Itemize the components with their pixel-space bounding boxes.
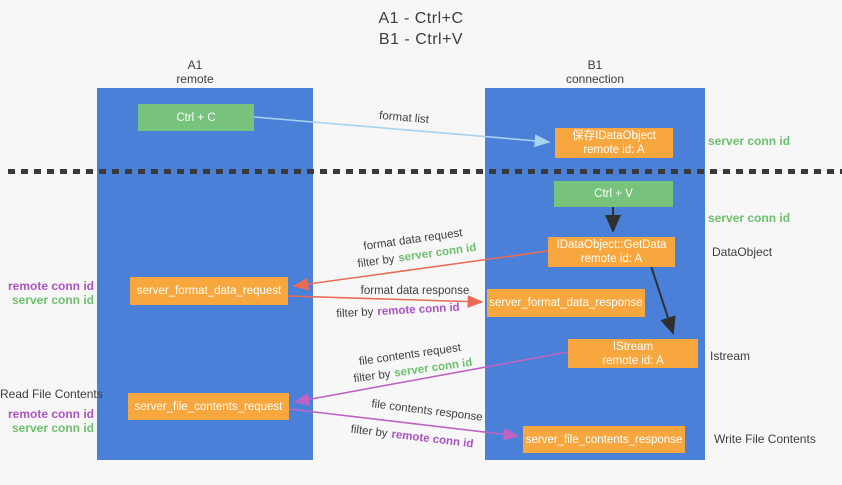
edge-label-filter-file-response: filter by remote conn id bbox=[350, 424, 474, 451]
node-file-request-label: server_file_contents_request bbox=[134, 400, 283, 413]
label-server-conn-id-top-right: server conn id bbox=[708, 134, 791, 148]
remote-conn-id-text: remote conn id bbox=[377, 301, 460, 319]
column-header-a1-remote: A1 remote bbox=[85, 58, 305, 86]
title-line-b1: B1 - Ctrl+V bbox=[378, 31, 464, 48]
filter-by-text: filter by bbox=[336, 306, 374, 321]
column-b1-name: connection bbox=[565, 72, 625, 86]
title-line-a1: A1 - Ctrl+C bbox=[378, 10, 464, 27]
label-dataobject: DataObject bbox=[712, 245, 773, 259]
label-remote-conn-id-left-bottom: remote conn id bbox=[7, 407, 94, 421]
node-save-idataobject-line1: 保存IDataObject bbox=[572, 130, 656, 142]
node-istream: IStream remote id: A bbox=[568, 339, 698, 368]
filter-by-text: filter by bbox=[352, 368, 392, 386]
node-istream-line1: IStream bbox=[612, 340, 654, 353]
node-save-idataobject-line2: remote id: A bbox=[583, 144, 645, 156]
column-a1-id: A1 bbox=[187, 58, 203, 72]
edge-label-filter-format-response: filter by remote conn id bbox=[336, 302, 460, 320]
label-server-conn-id-left-top: server conn id bbox=[11, 293, 94, 307]
column-a1-name: remote bbox=[176, 72, 214, 86]
format-list-text: format list bbox=[378, 109, 430, 127]
column-b1-id: B1 bbox=[587, 58, 603, 72]
node-ctrl-v-label: Ctrl + V bbox=[594, 188, 633, 200]
column-header-b1-connection: B1 connection bbox=[485, 58, 705, 86]
format-data-response-text: format data response bbox=[360, 285, 470, 297]
file-contents-response-text: file contents response bbox=[370, 398, 484, 424]
node-ctrl-v: Ctrl + V bbox=[554, 181, 673, 207]
edge-label-file-contents-response: file contents response bbox=[371, 398, 484, 424]
label-remote-conn-id-left-top: remote conn id bbox=[7, 279, 94, 293]
node-server-format-data-request: server_format_data_request bbox=[130, 277, 288, 305]
filter-by-text: filter by bbox=[356, 253, 396, 271]
label-read-file-contents: Read File Contents bbox=[0, 387, 103, 401]
node-server-file-contents-response: server_file_contents_response bbox=[523, 426, 685, 453]
node-format-response-label: server_format_data_response bbox=[489, 297, 643, 309]
session-separator-line bbox=[8, 169, 842, 174]
edge-label-format-data-response: format data response bbox=[361, 285, 470, 297]
node-ctrl-c: Ctrl + C bbox=[138, 104, 254, 131]
node-idataobject-getdata: IDataObject::GetData remote id: A bbox=[548, 237, 675, 267]
node-server-format-data-response: server_format_data_response bbox=[487, 289, 645, 317]
node-getdata-line1: IDataObject::GetData bbox=[556, 239, 667, 251]
edge-label-format-list: format list bbox=[379, 110, 430, 126]
label-server-conn-id-left-bottom: server conn id bbox=[11, 421, 94, 435]
node-server-file-contents-request: server_file_contents_request bbox=[128, 393, 289, 420]
label-istream: Istream bbox=[710, 349, 751, 363]
node-getdata-line2: remote id: A bbox=[580, 253, 643, 265]
node-file-response-label: server_file_contents_response bbox=[525, 433, 683, 446]
remote-conn-id-text: remote conn id bbox=[390, 428, 475, 451]
label-write-file-contents: Write File Contents bbox=[714, 432, 816, 446]
node-istream-line2: remote id: A bbox=[602, 354, 664, 367]
node-format-request-label: server_format_data_request bbox=[136, 285, 282, 297]
diagram-title: A1 - Ctrl+C B1 - Ctrl+V bbox=[0, 8, 842, 50]
label-server-conn-id-mid-right: server conn id bbox=[708, 211, 791, 225]
node-ctrl-c-label: Ctrl + C bbox=[176, 111, 216, 124]
filter-by-text: filter by bbox=[349, 423, 389, 440]
node-save-idataobject: 保存IDataObject remote id: A bbox=[555, 128, 673, 158]
